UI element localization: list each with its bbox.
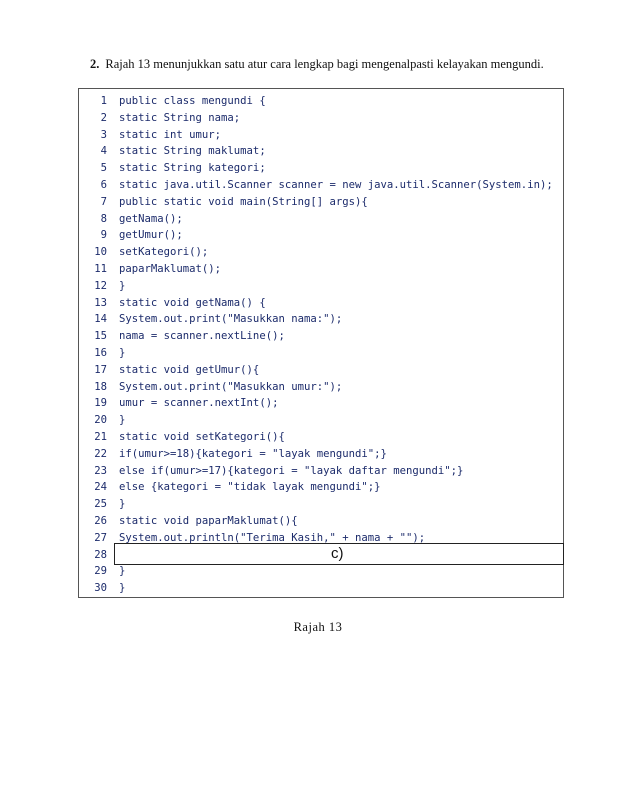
line-number: 13 bbox=[94, 296, 107, 309]
code-text: static String kategori; bbox=[119, 162, 266, 175]
code-text: public class mengundi { bbox=[119, 95, 266, 107]
code-text: umur = scanner.nextInt(); bbox=[119, 397, 279, 410]
line-number: 5 bbox=[100, 162, 107, 175]
line-number: 1 bbox=[100, 95, 107, 107]
code-text: } bbox=[119, 279, 126, 292]
code-text: getNama(); bbox=[119, 212, 183, 225]
code-text: System.out.print("Masukkan nama:"); bbox=[119, 313, 343, 326]
code-text: static String maklumat; bbox=[119, 145, 266, 158]
line-number: 4 bbox=[100, 145, 107, 158]
code-text: static void getUmur(){ bbox=[119, 363, 260, 376]
code-line: 8 getNama(); bbox=[79, 211, 563, 228]
line-number: 15 bbox=[94, 330, 107, 343]
code-line: 6 static java.util.Scanner scanner = new … bbox=[79, 177, 563, 194]
code-line: 1 public class mengundi { bbox=[79, 93, 563, 110]
code-line: 26 static void paparMaklumat(){ bbox=[79, 513, 563, 530]
code-line: 20} bbox=[79, 412, 563, 429]
code-line: 10 setKategori(); bbox=[79, 244, 563, 261]
code-text: } bbox=[119, 582, 126, 595]
code-text: static String nama; bbox=[119, 111, 241, 124]
answer-label: c) bbox=[331, 545, 344, 562]
code-line: 3 static int umur; bbox=[79, 127, 563, 144]
line-number: 23 bbox=[94, 464, 107, 477]
code-line: 5 static String kategori; bbox=[79, 160, 563, 177]
line-number: 8 bbox=[100, 212, 107, 225]
line-number: 21 bbox=[94, 431, 107, 443]
line-number: 28 bbox=[94, 548, 107, 561]
line-number: 22 bbox=[94, 447, 107, 460]
code-line: 22 if(umur>=18){kategori = "layak mengund… bbox=[79, 446, 563, 463]
line-number: 30 bbox=[94, 582, 107, 595]
line-number: 3 bbox=[100, 128, 107, 141]
question-number: 2. bbox=[90, 57, 100, 71]
code-line: 27 System.out.println("Terima Kasih," + n… bbox=[79, 530, 563, 547]
line-number: 19 bbox=[94, 397, 107, 410]
code-text: setKategori(); bbox=[119, 246, 209, 259]
code-text: static int umur; bbox=[119, 128, 222, 141]
code-text: } bbox=[119, 565, 126, 578]
code-text: System.out.println("Terima Kasih," + nam… bbox=[119, 531, 426, 544]
code-line: 21 static void setKategori(){ bbox=[79, 429, 563, 446]
code-line: 4 static String maklumat; bbox=[79, 143, 563, 160]
code-line: 23 else if(umur>=17){kategori = "layak da… bbox=[79, 463, 563, 480]
line-number: 10 bbox=[94, 246, 107, 259]
code-text: public static void main(String[] args){ bbox=[119, 195, 368, 208]
line-number: 27 bbox=[94, 531, 107, 544]
line-number: 16 bbox=[94, 347, 107, 359]
line-number: 26 bbox=[94, 515, 107, 527]
line-number: 20 bbox=[94, 414, 107, 427]
code-text: getUmur(); bbox=[119, 229, 183, 242]
code-text: paparMaklumat(); bbox=[119, 263, 222, 275]
code-text: System.out.print("Masukkan umur:"); bbox=[119, 380, 343, 393]
code-line: 12} bbox=[79, 278, 563, 295]
code-line: 14 System.out.print("Masukkan nama:"); bbox=[79, 311, 563, 328]
line-number: 6 bbox=[100, 179, 107, 191]
code-line: 13 static void getNama() { bbox=[79, 295, 563, 312]
code-line: 28 bbox=[79, 547, 563, 564]
line-number: 7 bbox=[100, 195, 107, 208]
line-number: 2 bbox=[100, 111, 107, 124]
line-number: 17 bbox=[94, 363, 107, 376]
line-number: 29 bbox=[94, 565, 107, 578]
code-line: 30} bbox=[79, 580, 563, 597]
code-text: else {kategori = "tidak layak mengundi";… bbox=[119, 481, 381, 494]
code-text: static void getNama() { bbox=[119, 296, 266, 309]
code-listing: 1 public class mengundi { 2 static String n… bbox=[78, 88, 564, 598]
line-number: 25 bbox=[94, 498, 107, 511]
code-line: 25} bbox=[79, 496, 563, 513]
code-text: static void paparMaklumat(){ bbox=[119, 515, 298, 527]
code-line: 11 paparMaklumat(); bbox=[79, 261, 563, 278]
line-number: 12 bbox=[94, 279, 107, 292]
code-line: 7 public static void main(String[] args){ bbox=[79, 194, 563, 211]
line-number: 11 bbox=[94, 263, 107, 275]
code-line: 17 static void getUmur(){ bbox=[79, 362, 563, 379]
code-line: 29} bbox=[79, 563, 563, 580]
code-line: 24 else {kategori = "tidak layak mengundi… bbox=[79, 479, 563, 496]
code-line: 16} bbox=[79, 345, 563, 362]
line-number: 18 bbox=[94, 380, 107, 393]
code-text: } bbox=[119, 498, 126, 511]
code-line: 15 nama = scanner.nextLine(); bbox=[79, 328, 563, 345]
code-line: 19 umur = scanner.nextInt(); bbox=[79, 395, 563, 412]
code-text: static void setKategori(){ bbox=[119, 431, 285, 443]
figure-caption: Rajah 13 bbox=[293, 620, 343, 634]
code-text: } bbox=[119, 414, 126, 427]
code-text: } bbox=[119, 347, 126, 359]
question-text: 2. Rajah 13 menunjukkan satu atur cara le… bbox=[90, 56, 590, 72]
line-number: 9 bbox=[100, 229, 107, 242]
code-text: else if(umur>=17){kategori = "layak daft… bbox=[119, 464, 464, 477]
line-number: 24 bbox=[94, 481, 107, 494]
line-number: 14 bbox=[94, 313, 107, 326]
question-body: Rajah 13 menunjukkan satu atur cara leng… bbox=[105, 57, 544, 71]
code-line: 2 static String nama; bbox=[79, 110, 563, 127]
code-line: 9 getUmur(); bbox=[79, 227, 563, 244]
code-text: static java.util.Scanner scanner = new j… bbox=[119, 179, 553, 191]
code-text: if(umur>=18){kategori = "layak mengundi"… bbox=[119, 447, 387, 460]
code-text: nama = scanner.nextLine(); bbox=[119, 330, 285, 343]
answer-blank-c[interactable]: c) bbox=[114, 543, 564, 565]
code-line: 18 System.out.print("Masukkan umur:"); bbox=[79, 379, 563, 396]
